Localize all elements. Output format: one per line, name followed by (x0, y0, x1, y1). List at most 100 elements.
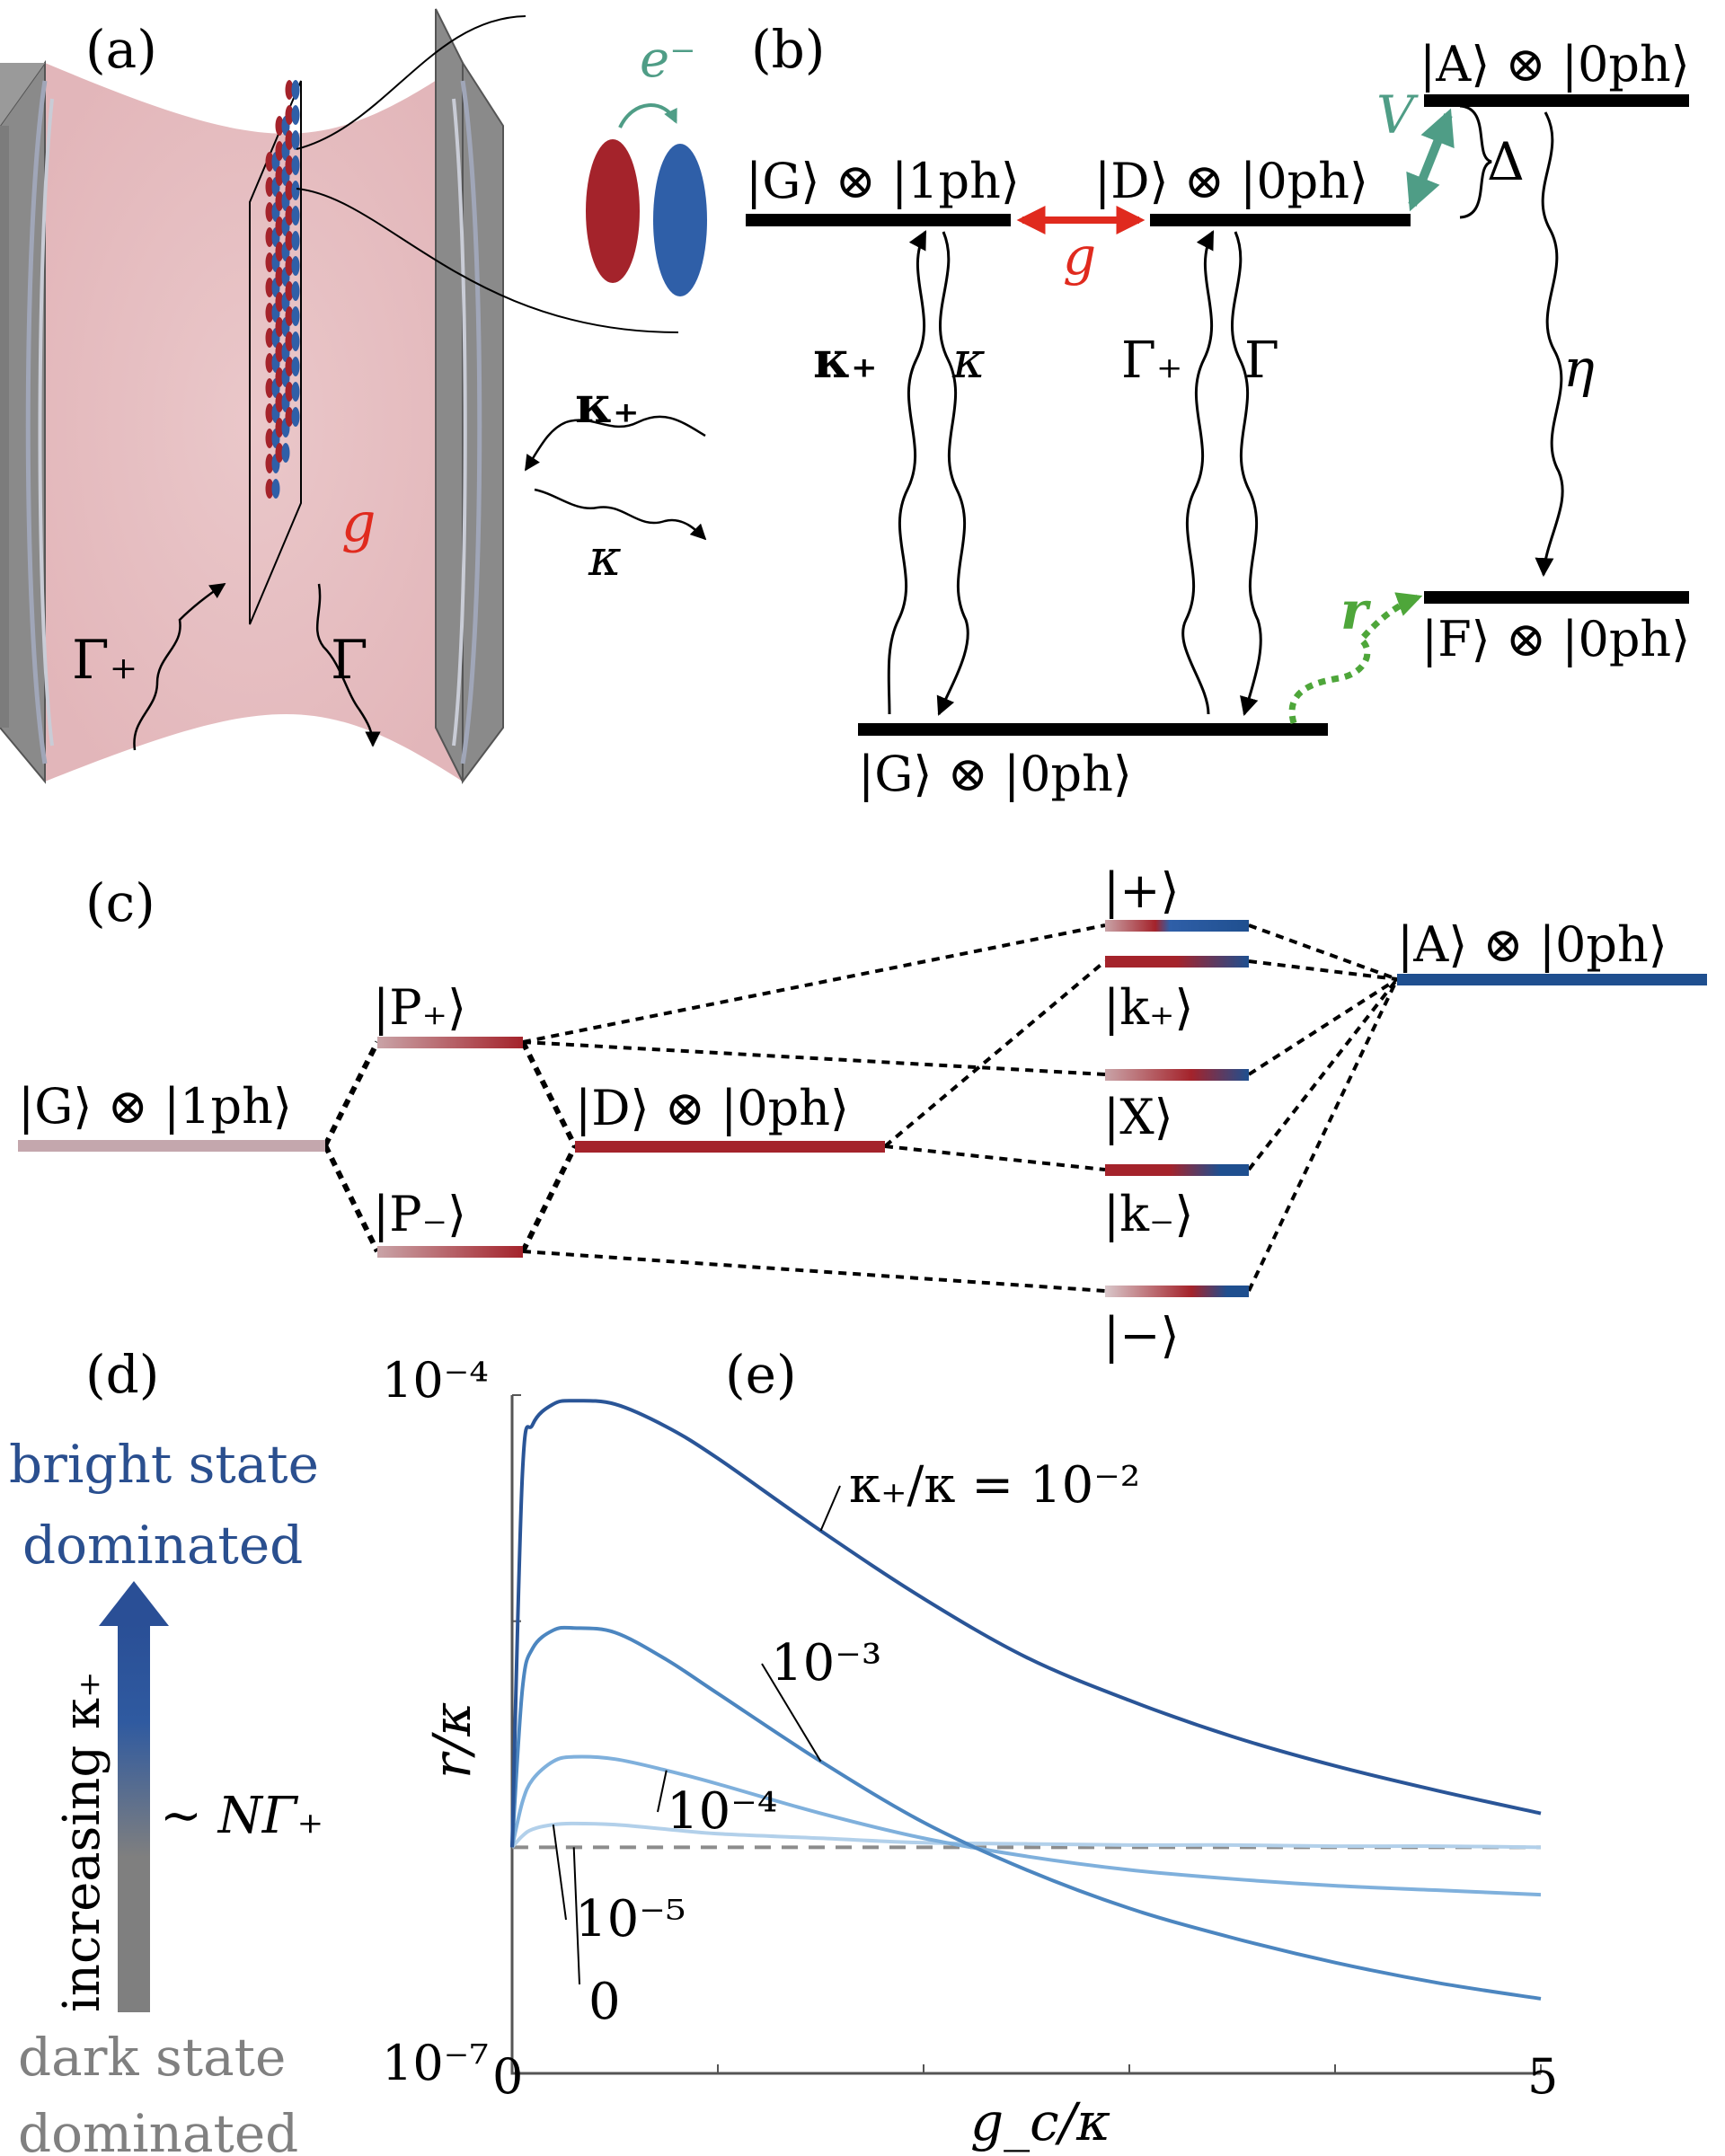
series-leader-1 (761, 1663, 822, 1763)
panel-b: (b) |G⟩ ⊗ |1ph⟩ |D⟩ ⊗ |0ph⟩ |A⟩ ⊗ |0ph⟩ … (746, 19, 1690, 802)
molecule-acceptor-dot (291, 155, 300, 175)
kappa-label-b: κ (951, 331, 986, 390)
molecule-acceptor-dot (291, 231, 300, 251)
V-label: V (1376, 84, 1419, 146)
ytick-bottom: 10⁻⁷ (382, 2035, 489, 2091)
series-label-3: 10⁻⁵ (575, 1890, 686, 1948)
gradient-arrow-shaft (118, 1624, 150, 2012)
label-c-minus: |−⟩ (1103, 1307, 1180, 1364)
panel-label-a: (a) (85, 19, 157, 80)
level-c-Pplus (377, 1037, 523, 1048)
molecule-donor-dot (285, 331, 294, 351)
molecule-donor-dot (265, 429, 274, 448)
gamma-plus-label-a: Γ₊ (72, 629, 137, 692)
molecule-donor-dot (265, 202, 274, 222)
molecule-acceptor-dot (291, 105, 300, 125)
molecule-donor-dot (275, 443, 284, 463)
bright-state-line2: dominated (22, 1515, 303, 1576)
molecule-donor-dot (285, 407, 294, 427)
molecule-donor-dot (265, 278, 274, 297)
molecule-donor-dot (275, 267, 284, 287)
increasing-kappa-label: increasing κ₊ (53, 1671, 111, 2012)
molecule-acceptor-dot (291, 256, 300, 276)
molecule-acceptor-dot (291, 306, 300, 326)
panel-label-e: (e) (725, 1344, 797, 1405)
molecule-donor-dot (275, 116, 284, 136)
donor-molecule (586, 139, 640, 283)
y-axis-label: r/κ (421, 1702, 482, 1779)
molecule-donor-dot (265, 378, 274, 398)
molecule-donor-dot (265, 152, 274, 172)
state-G1: |G⟩ ⊗ |1ph⟩ (746, 153, 1020, 209)
label-c-kplus: |k₊⟩ (1103, 979, 1194, 1036)
molecule-donor-dot (285, 80, 294, 100)
molecule-donor-dot (285, 105, 294, 125)
threshold-label: ∼ NΓ₊ (160, 1787, 323, 1845)
g-label-b: g (1063, 225, 1096, 287)
label-c-Pminus: |P₋⟩ (373, 1186, 466, 1242)
dark-state-line2: dominated (18, 2103, 298, 2156)
panel-label-d: (d) (85, 1344, 159, 1405)
molecule-donor-dot (265, 479, 274, 499)
molecule-acceptor-dot (291, 80, 300, 100)
label-c-D0: |D⟩ ⊗ |0ph⟩ (575, 1080, 849, 1136)
molecule-acceptor-dot (291, 407, 300, 427)
level-c-minus (1105, 1286, 1249, 1297)
molecule-donor-dot (285, 181, 294, 200)
series-label-1: 10⁻³ (771, 1634, 881, 1692)
molecule-donor-dot (285, 155, 294, 175)
label-c-Pplus: |P₊⟩ (373, 979, 466, 1036)
chart-area: 010⁻⁵10⁻⁴10⁻³κ₊/κ = 10⁻² (510, 1394, 1542, 2075)
Delta-label: Δ (1487, 131, 1525, 192)
right-mirror (435, 8, 504, 784)
label-c-plus: |+⟩ (1103, 862, 1180, 919)
level-c-kminus (1105, 1164, 1249, 1176)
label-c-kminus: |k₋⟩ (1103, 1186, 1194, 1242)
molecule-donor-dot (285, 382, 294, 402)
molecule-donor-dot (275, 367, 284, 387)
series-line-0 (510, 1399, 1542, 1848)
molecule-donor-dot (265, 227, 274, 247)
xtick-start: 0 (492, 2048, 523, 2105)
molecule-donor-dot (265, 403, 274, 423)
x-axis-label: g_c/κ (970, 2091, 1110, 2152)
cavity-mode (45, 63, 463, 782)
molecule-donor-dot (285, 206, 294, 225)
panel-e: (e) 0 10⁻⁵ 10⁻⁴ 10⁻³ κ₊/κ = 10⁻² r/κ g_c/κ 1… (382, 1344, 1558, 2152)
level-c-A0 (1397, 974, 1707, 985)
molecule-donor-dot (285, 231, 294, 251)
molecule-donor-dot (275, 242, 284, 261)
state-D0: |D⟩ ⊗ |0ph⟩ (1094, 153, 1368, 209)
level-c-plus (1105, 920, 1249, 932)
panel-a: e⁻ g κ₊ κ Γ₊ Γ (0, 8, 707, 784)
series-label-2: 10⁻⁴ (667, 1782, 777, 1841)
label-c-G1: |G⟩ ⊗ |1ph⟩ (18, 1078, 292, 1135)
molecule-donor-dot (275, 292, 284, 312)
series-label-0: κ₊/κ = 10⁻² (849, 1456, 1140, 1515)
molecule-donor-dot (265, 353, 274, 373)
left-mirror (0, 59, 54, 784)
series-leader-4 (572, 1847, 580, 1985)
acceptor-molecule (653, 144, 707, 296)
molecule-donor-dot (285, 281, 294, 301)
kappa-plus-label-a: κ₊ (575, 376, 640, 435)
molecule-acceptor-dot (291, 281, 300, 301)
series-leader-0 (819, 1485, 841, 1532)
molecule-donor-dot (285, 306, 294, 326)
eta-label: η (1563, 338, 1595, 399)
molecule-acceptor-dot (291, 206, 300, 225)
molecule-acceptor-dot (291, 382, 300, 402)
state-A0: |A⟩ ⊗ |0ph⟩ (1420, 36, 1690, 93)
bright-state-line1: bright state (9, 1434, 319, 1495)
coupling-label-a: g (341, 491, 376, 554)
dark-state-line1: dark state (18, 2027, 286, 2088)
molecule-donor-dot (275, 141, 284, 161)
molecule-acceptor-dot (291, 357, 300, 376)
molecule-donor-dot (275, 317, 284, 337)
molecule-donor-dot (275, 393, 284, 412)
molecule-donor-dot (275, 342, 284, 362)
molecule-donor-dot (265, 177, 274, 197)
molecule-donor-dot (265, 328, 274, 348)
molecule-acceptor-dot (291, 181, 300, 200)
molecule-donor-dot (265, 454, 274, 473)
